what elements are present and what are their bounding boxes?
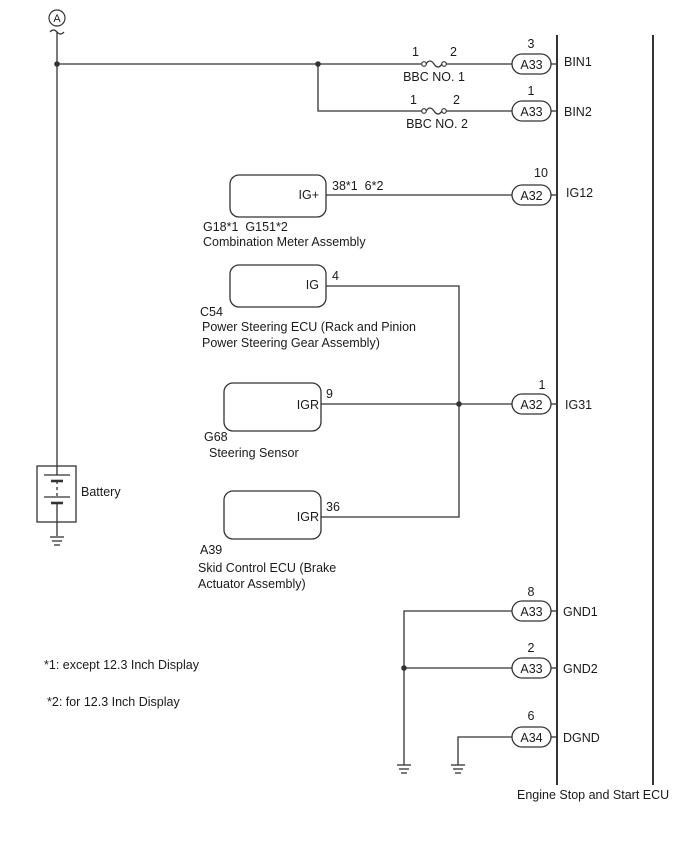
connection-marker-label: A [53, 13, 61, 25]
connector-pin: 8 [528, 585, 535, 599]
component-steering-sensor [223, 382, 322, 432]
connector-code: A32 [520, 189, 542, 203]
component-name: Steering Sensor [209, 446, 299, 460]
connector-pin: 2 [528, 641, 535, 655]
ecu-terminal: IG12 [566, 186, 593, 200]
battery-symbol [36, 465, 77, 523]
ground-symbol [397, 764, 411, 774]
component-terminal: IG [306, 278, 319, 292]
ecu-label: Engine Stop and Start ECU [517, 788, 669, 802]
connector-code: A34 [520, 731, 542, 745]
footnote: *1: except 12.3 Inch Display [44, 658, 200, 672]
component-skid-control-ecu [223, 490, 322, 540]
battery-label: Battery [81, 485, 121, 499]
connector-pin: 1 [528, 84, 535, 98]
component-pins: 9 [326, 387, 333, 401]
junction-dot [54, 61, 60, 67]
fuse-pin-in: 1 [412, 45, 419, 59]
connector-pin: 1 [539, 378, 546, 392]
component-terminal: IG+ [299, 188, 320, 202]
component-code: G18*1 G151*2 [203, 220, 288, 234]
component-name: Power Steering ECU (Rack and Pinion [202, 320, 416, 334]
fuse-pin-out: 2 [453, 93, 460, 107]
component-name: Skid Control ECU (Brake [198, 561, 336, 575]
footnote: *2: for 12.3 Inch Display [47, 695, 180, 709]
bin2-branch-wire [317, 64, 422, 112]
fuse-pin-out: 2 [450, 45, 457, 59]
junction-dot [456, 401, 462, 407]
connector-code: A33 [520, 605, 542, 619]
ecu-terminal: BIN1 [564, 55, 592, 69]
component-name: Power Steering Gear Assembly) [202, 336, 380, 350]
ground-symbol [50, 536, 64, 546]
ecu-terminal: DGND [563, 731, 600, 745]
ecu-terminal: GND2 [563, 662, 598, 676]
fuse-pin-in: 1 [410, 93, 417, 107]
ecu-terminal: GND1 [563, 605, 598, 619]
connector-code: A32 [520, 398, 542, 412]
junction-dot [401, 665, 407, 671]
component-code: C54 [200, 305, 223, 319]
component-pins: 4 [332, 269, 339, 283]
ecu-terminal: IG31 [565, 398, 592, 412]
fuse-bbc-no1 [421, 60, 447, 68]
component-pins: 38*1 6*2 [332, 179, 383, 193]
component-name: Actuator Assembly) [198, 577, 306, 591]
component-combination-meter [229, 174, 327, 218]
dgnd-wire [457, 736, 512, 765]
component-code: G68 [204, 430, 228, 444]
ground-symbol [451, 764, 465, 774]
connector-pin: 10 [534, 166, 548, 180]
fuse-label: BBC NO. 1 [403, 70, 465, 84]
connection-marker-circle [48, 9, 66, 27]
component-name: Combination Meter Assembly [203, 235, 366, 249]
component-terminal: IGR [297, 510, 319, 524]
connector-pin: 6 [528, 709, 535, 723]
connector-code: A33 [520, 105, 542, 119]
connector-pin: 3 [528, 37, 535, 51]
connector-code: A33 [520, 662, 542, 676]
ecu-terminal: BIN2 [564, 105, 592, 119]
connector-code: A33 [520, 58, 542, 72]
fuse-label: BBC NO. 2 [406, 117, 468, 131]
component-pins: 36 [326, 500, 340, 514]
component-terminal: IGR [297, 398, 319, 412]
component-code: A39 [200, 543, 222, 557]
fuse-bbc-no2 [421, 107, 447, 115]
gnd1-wire [403, 610, 512, 765]
